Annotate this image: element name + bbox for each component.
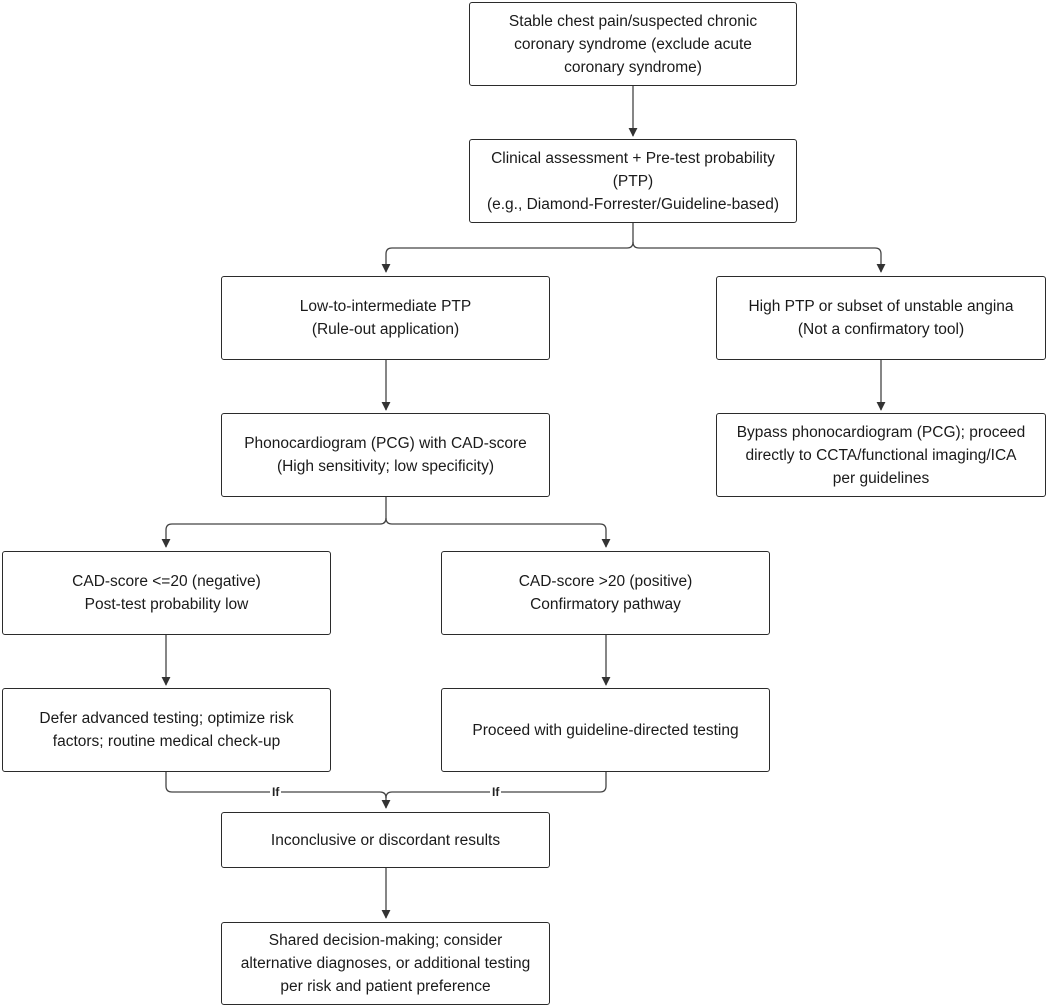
edge-label-right-if: If: [490, 785, 502, 799]
edge-label-left-if: If: [270, 785, 282, 799]
node-shared-decision-making-text: Shared decision-making; consider alternat…: [233, 929, 539, 998]
node-text-line: per guidelines: [832, 469, 930, 487]
node-defer-advanced-testing: Defer advanced testing; optimize risk fac…: [2, 688, 331, 772]
edge-n2-n4: [632, 241, 886, 273]
node-stable-chest-pain: Stable chest pain/suspected chronic coron…: [469, 2, 797, 86]
node-text-line: factors; routine medical check-up: [52, 733, 281, 750]
node-text-line: CAD-score >20 (positive): [518, 573, 693, 590]
node-defer-advanced-testing-text: Defer advanced testing; optimize risk fac…: [31, 707, 301, 753]
node-text-line: (e.g., Diamond-Forrester/Guideline-based…: [486, 195, 780, 213]
node-text-line: Low-to-intermediate PTP: [299, 298, 472, 315]
node-pcg-cad-score: Phonocardiogram (PCG) with CAD-score (Hig…: [221, 413, 550, 497]
node-text-line: CAD-score <=20 (negative): [72, 573, 261, 590]
node-stable-chest-pain-text: Stable chest pain/suspected chronic coron…: [501, 10, 765, 79]
node-text-line: Defer advanced testing; optimize risk: [39, 710, 294, 727]
node-text-line: per risk and patient preference: [280, 978, 491, 995]
node-guideline-directed-testing-text: Proceed with guideline-directed testing: [464, 719, 746, 742]
node-cad-score-positive: CAD-score >20 (positive) Confirmatory pat…: [441, 551, 770, 635]
node-clinical-assessment-text: Clinical assessment + Pre-test probabili…: [479, 147, 787, 216]
node-guideline-directed-testing: Proceed with guideline-directed testing: [441, 688, 770, 772]
node-text-line: High PTP or subset of unstable angina: [748, 298, 1014, 315]
node-high-ptp: High PTP or subset of unstable angina (No…: [716, 276, 1046, 360]
node-low-intermediate-ptp: Low-to-intermediate PTP (Rule-out applica…: [221, 276, 550, 360]
node-text-line: (Rule-out application): [311, 321, 460, 338]
node-clinical-assessment: Clinical assessment + Pre-test probabili…: [469, 139, 797, 223]
node-text-line: coronary syndrome (exclude acute: [514, 35, 752, 53]
node-text-line: Shared decision-making; consider: [268, 932, 503, 949]
node-text-line: Confirmatory pathway: [530, 596, 681, 613]
node-cad-score-negative: CAD-score <=20 (negative) Post-test proba…: [2, 551, 331, 635]
node-text-line: alternative diagnoses, or additional tes…: [240, 955, 531, 972]
node-text-line: Bypass phonocardiogram (PCG); proceed: [736, 423, 1026, 441]
edge-n10-n11: [385, 771, 607, 799]
node-text-line: Clinical assessment + Pre-test probabili…: [491, 149, 775, 167]
node-text-line: directly to CCTA/functional imaging/ICA: [745, 446, 1017, 464]
node-cad-score-negative-text: CAD-score <=20 (negative) Post-test proba…: [64, 570, 269, 616]
node-shared-decision-making: Shared decision-making; consider alternat…: [221, 922, 550, 1005]
node-text-line: (PTP): [612, 172, 654, 190]
node-text-line: Inconclusive or discordant results: [270, 831, 501, 849]
edge-n5-n7: [161, 496, 387, 548]
edge-n2-split: [381, 222, 634, 273]
node-inconclusive-results-text: Inconclusive or discordant results: [263, 829, 508, 852]
node-text-line: (Not a confirmatory tool): [797, 321, 965, 338]
node-text-line: Proceed with guideline-directed testing: [472, 721, 739, 739]
node-bypass-pcg-text: Bypass phonocardiogram (PCG); proceed dir…: [729, 421, 1034, 490]
node-inconclusive-results: Inconclusive or discordant results: [221, 812, 550, 868]
node-low-intermediate-ptp-text: Low-to-intermediate PTP (Rule-out applica…: [292, 295, 479, 341]
node-bypass-pcg: Bypass phonocardiogram (PCG); proceed dir…: [716, 413, 1046, 497]
node-text-line: (High sensitivity; low specificity): [276, 458, 495, 475]
node-text-line: coronary syndrome): [564, 58, 702, 76]
node-high-ptp-text: High PTP or subset of unstable angina (No…: [740, 295, 1021, 341]
node-pcg-cad-score-text: Phonocardiogram (PCG) with CAD-score (Hig…: [236, 432, 535, 478]
node-text-line: Phonocardiogram (PCG) with CAD-score: [244, 435, 527, 452]
node-text-line: Stable chest pain/suspected chronic: [508, 12, 758, 30]
node-text-line: Post-test probability low: [84, 596, 249, 613]
node-cad-score-positive-text: CAD-score >20 (positive) Confirmatory pat…: [511, 570, 701, 616]
edge-n5-n8: [385, 517, 611, 548]
